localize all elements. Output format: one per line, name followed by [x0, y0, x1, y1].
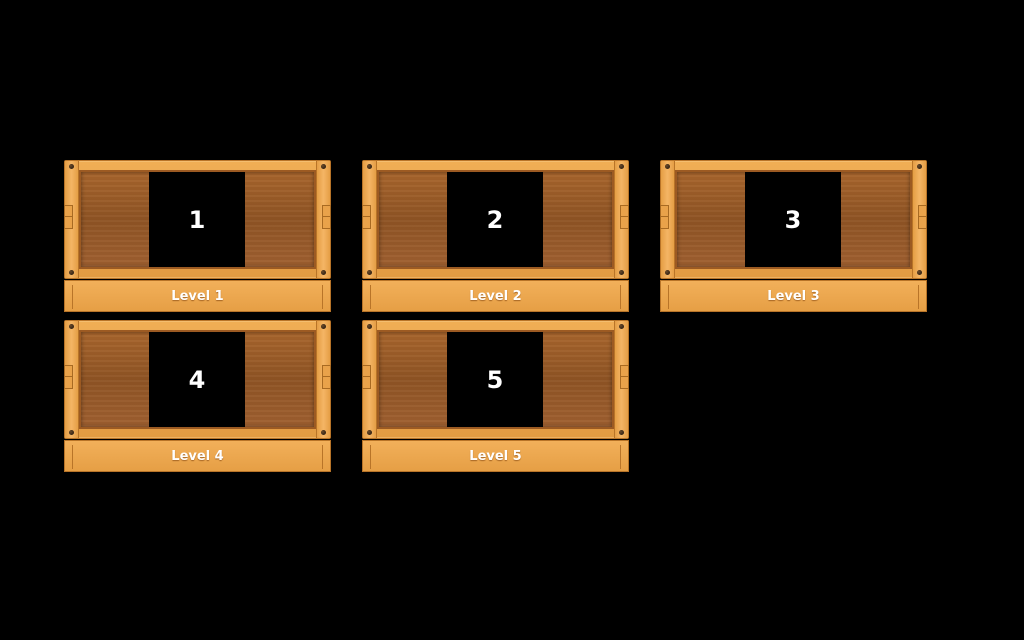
bolt-icon — [665, 164, 670, 169]
level-label-plank[interactable]: Level 3 — [660, 280, 927, 312]
level-preview: 1 — [149, 172, 245, 267]
crate-panel: 5 — [377, 330, 614, 429]
plank-notch — [72, 445, 73, 469]
bracket-icon — [64, 365, 73, 389]
crate-frame: 4 — [64, 320, 331, 439]
crate-panel: 2 — [377, 170, 614, 269]
bolt-icon — [367, 270, 372, 275]
level-preview: 5 — [447, 332, 543, 427]
level-card-4[interactable]: 4 Level 4 — [64, 320, 331, 473]
level-preview: 2 — [447, 172, 543, 267]
bracket-icon — [660, 205, 669, 229]
bracket-icon — [322, 365, 331, 389]
level-label: Level 5 — [469, 448, 522, 464]
level-label: Level 4 — [171, 448, 224, 464]
level-label-plank[interactable]: Level 5 — [362, 440, 629, 472]
level-number: 5 — [486, 365, 504, 394]
bracket-icon — [620, 365, 629, 389]
plank-notch — [620, 285, 621, 309]
plank-notch — [370, 285, 371, 309]
level-label-plank[interactable]: Level 2 — [362, 280, 629, 312]
level-number: 4 — [188, 365, 206, 394]
crate-panel: 4 — [79, 330, 316, 429]
crate-panel: 1 — [79, 170, 316, 269]
bolt-icon — [321, 164, 326, 169]
plank-notch — [322, 285, 323, 309]
level-number: 2 — [486, 205, 504, 234]
bolt-icon — [321, 270, 326, 275]
plank-notch — [918, 285, 919, 309]
bolt-icon — [665, 270, 670, 275]
crate-frame: 5 — [362, 320, 629, 439]
level-label-plank[interactable]: Level 1 — [64, 280, 331, 312]
crate-panel: 3 — [675, 170, 912, 269]
bolt-icon — [619, 164, 624, 169]
plank-notch — [370, 445, 371, 469]
bolt-icon — [321, 430, 326, 435]
bolt-icon — [69, 430, 74, 435]
crate-frame: 2 — [362, 160, 629, 279]
level-card-2[interactable]: 2 Level 2 — [362, 160, 629, 313]
bolt-icon — [69, 324, 74, 329]
plank-notch — [72, 285, 73, 309]
level-preview: 4 — [149, 332, 245, 427]
crate-frame: 1 — [64, 160, 331, 279]
level-preview: 3 — [745, 172, 841, 267]
level-card-5[interactable]: 5 Level 5 — [362, 320, 629, 473]
level-card-3[interactable]: 3 Level 3 — [660, 160, 927, 313]
level-number: 3 — [784, 205, 802, 234]
bolt-icon — [619, 430, 624, 435]
bolt-icon — [367, 164, 372, 169]
bracket-icon — [918, 205, 927, 229]
bracket-icon — [362, 365, 371, 389]
bolt-icon — [367, 324, 372, 329]
bolt-icon — [917, 270, 922, 275]
plank-notch — [620, 445, 621, 469]
plank-notch — [322, 445, 323, 469]
level-label: Level 2 — [469, 288, 522, 304]
level-card-1[interactable]: 1 Level 1 — [64, 160, 331, 313]
level-label: Level 1 — [171, 288, 224, 304]
level-number: 1 — [188, 205, 206, 234]
bolt-icon — [321, 324, 326, 329]
bolt-icon — [69, 270, 74, 275]
level-label-plank[interactable]: Level 4 — [64, 440, 331, 472]
crate-frame: 3 — [660, 160, 927, 279]
plank-notch — [668, 285, 669, 309]
bolt-icon — [619, 270, 624, 275]
bolt-icon — [367, 430, 372, 435]
bracket-icon — [64, 205, 73, 229]
bracket-icon — [362, 205, 371, 229]
level-label: Level 3 — [767, 288, 820, 304]
bracket-icon — [620, 205, 629, 229]
bolt-icon — [619, 324, 624, 329]
bolt-icon — [69, 164, 74, 169]
bolt-icon — [917, 164, 922, 169]
bracket-icon — [322, 205, 331, 229]
